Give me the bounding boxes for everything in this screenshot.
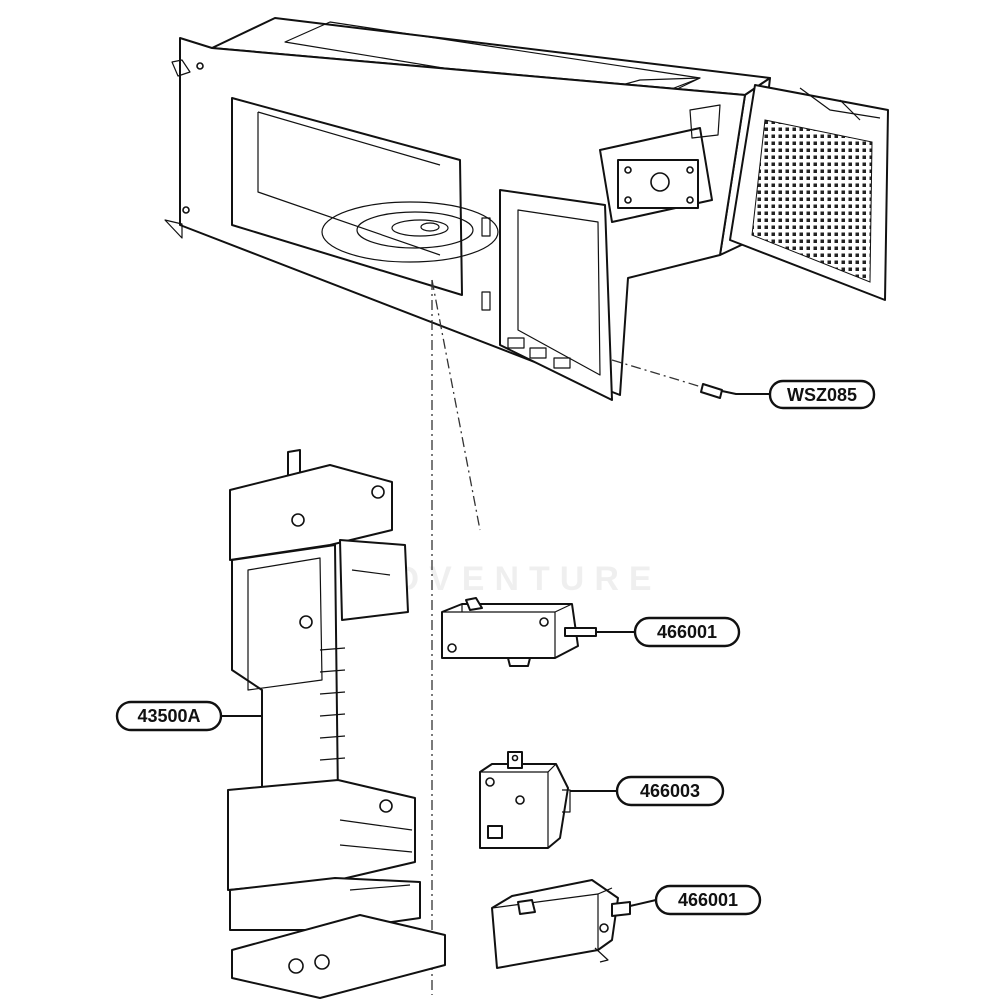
callout-466001-lower-label: 466001 [678,890,738,910]
oven-cavity-assembly [164,17,889,401]
callout-43500a-label: 43500A [137,706,200,726]
turntable [321,201,499,263]
callout-466003: 466003 [615,775,725,807]
screw-wsz085 [611,359,770,399]
motor-block [599,104,721,223]
callout-466001-upper-label: 466001 [657,622,717,642]
switch-466001-lower [491,879,631,969]
callout-wsz085-label: WSZ085 [787,385,857,405]
side-grille-panel [729,84,889,301]
leader-466001-lower [629,899,657,907]
watermark-text: ADVENTURE [360,560,662,598]
callout-466003-label: 466003 [640,781,700,801]
callout-466001-upper: 466001 [633,616,741,648]
callout-466001-lower: 466001 [654,884,762,916]
switch-466003 [479,751,571,849]
switch-466001-upper [441,597,597,667]
alignment-line-diagonal [431,279,481,531]
callout-wsz085: WSZ085 [768,379,876,410]
callout-43500a: 43500A [115,700,223,732]
latch-board-43500a [227,449,446,999]
